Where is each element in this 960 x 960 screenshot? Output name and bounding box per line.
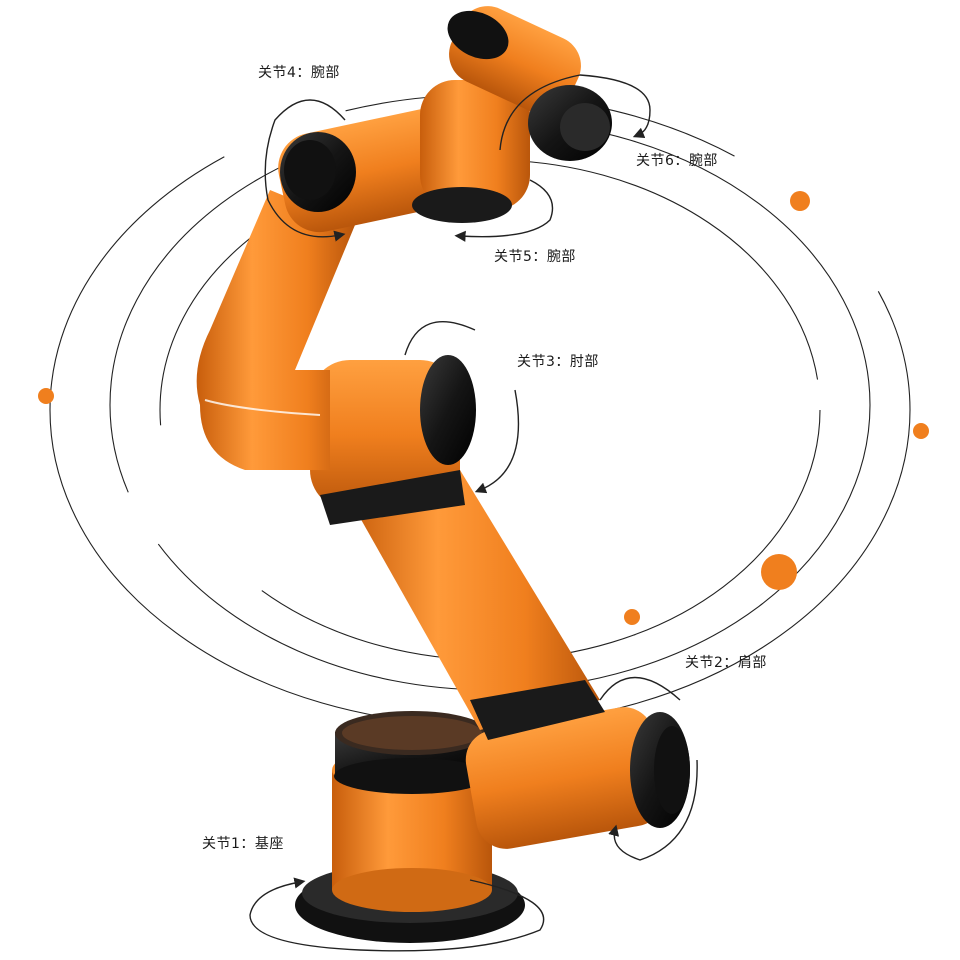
label-joint6: 关节6：腕部	[636, 153, 718, 169]
label-joint1: 关节1：基座	[202, 836, 284, 852]
orbit-dot	[624, 609, 640, 625]
orbit-dots	[38, 191, 929, 625]
rotation-arrow-joint5	[454, 179, 554, 242]
label-joint5: 关节5：腕部	[494, 249, 576, 265]
orbit-dot	[38, 388, 54, 404]
orbit-dot	[761, 554, 797, 590]
forearm	[196, 190, 355, 470]
rotation-arrow-joint6	[499, 74, 651, 151]
label-joint4: 关节4：腕部	[258, 65, 340, 81]
rotation-arrow-joint2	[599, 676, 698, 861]
label-joint3: 关节3：肘部	[517, 354, 599, 370]
wrist-section	[278, 6, 612, 233]
elbow-housing	[310, 355, 476, 525]
rotation-arrow-joint1	[249, 877, 545, 952]
label-joint2: 关节2：肩部	[685, 655, 767, 671]
shoulder-housing	[465, 707, 690, 849]
upper-arm	[350, 470, 605, 740]
orbit-dot	[790, 191, 810, 211]
joint1-cap	[334, 711, 490, 794]
orbit-dot	[913, 423, 929, 439]
rotation-arrow-joint3	[404, 321, 520, 490]
rotation-arrows	[249, 74, 698, 952]
rotation-arrow-joint4	[264, 99, 346, 242]
